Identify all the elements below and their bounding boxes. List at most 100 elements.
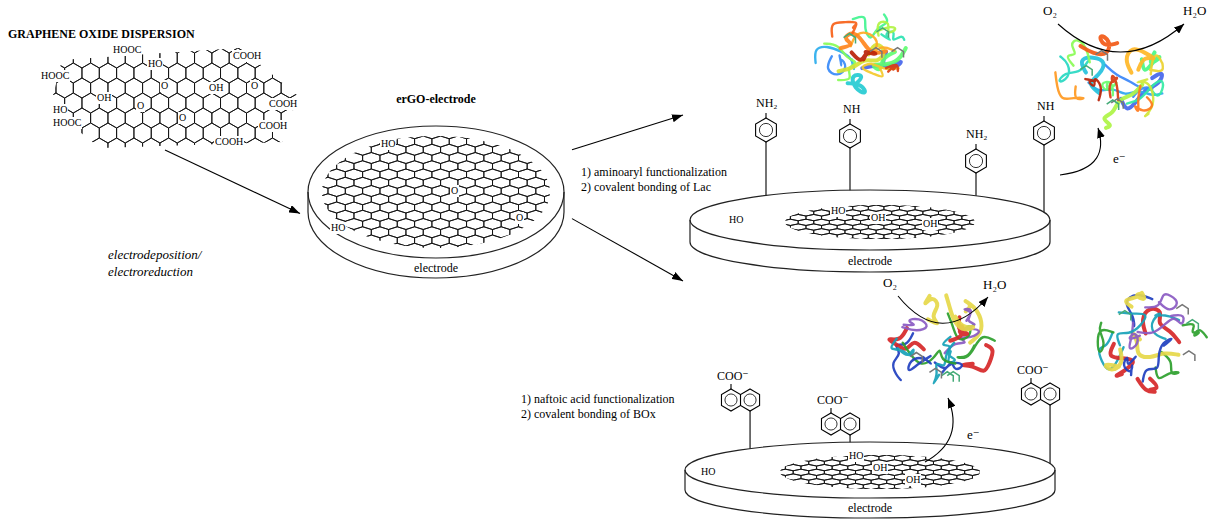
carbon-ring — [793, 450, 809, 456]
carbon-ring — [406, 243, 423, 254]
protein-ribbon — [886, 65, 898, 72]
carbon-ring — [759, 205, 775, 211]
chemical-bond — [1043, 145, 1044, 212]
carbon-ring — [501, 120, 518, 131]
carbon-ring — [910, 446, 926, 452]
carbon-ring — [767, 229, 783, 235]
aromatic-circle — [759, 123, 772, 136]
carbon-ring — [293, 120, 310, 131]
species-label: H₂O — [982, 278, 1007, 293]
carbon-ring — [264, 138, 281, 158]
carbon-ring — [798, 229, 814, 235]
carbon-ring — [229, 18, 246, 38]
carbon-ring — [467, 252, 484, 263]
atom-label: COOH — [258, 120, 288, 132]
carbon-ring — [302, 194, 319, 205]
carbon-ring — [806, 196, 822, 202]
carbon-ring — [298, 48, 315, 68]
atom-label: O — [178, 112, 187, 124]
carbon-ring — [938, 200, 954, 206]
carbon-ring — [962, 233, 978, 239]
ligand-sticks — [1186, 320, 1198, 330]
carbon-ring — [484, 120, 501, 131]
carbon-ring — [536, 219, 553, 230]
carbon-ring — [918, 488, 934, 494]
carbon-ring — [363, 120, 380, 131]
carbon-ring — [117, 153, 134, 173]
protein-ribbon — [1085, 79, 1101, 100]
carbon-ring — [527, 128, 544, 139]
carbon-ring — [946, 233, 962, 239]
carbon-ring — [972, 474, 988, 480]
carbon-ring — [293, 169, 310, 180]
atom-label: HO — [848, 450, 864, 462]
carbon-ring — [544, 144, 561, 155]
carbon-ring — [965, 450, 981, 456]
aromatic-ring — [1034, 121, 1055, 145]
protein-ribbon — [1110, 76, 1119, 100]
carbon-ring — [311, 235, 328, 246]
disc-side — [690, 220, 1050, 272]
carbon-ring — [817, 483, 833, 489]
enzyme-structure — [1098, 293, 1207, 392]
chemical-bond — [1050, 405, 1051, 464]
carbon-ring — [856, 488, 872, 494]
atom-label: OH — [872, 462, 888, 474]
carbon-ring — [754, 483, 770, 489]
carbon-ring — [848, 483, 864, 489]
electrode-disc: electrode — [683, 276, 1229, 522]
carbon-ring — [861, 238, 877, 244]
aromatic-circle — [725, 394, 737, 406]
carbon-ring — [915, 233, 931, 239]
carbon-ring — [337, 243, 354, 254]
carbon-ring — [293, 219, 310, 230]
carbon-ring — [824, 488, 840, 494]
process-arrow — [572, 115, 683, 150]
atom-label: HOOC — [52, 117, 82, 129]
carbon-ring — [363, 252, 380, 263]
carbon-ring — [923, 238, 939, 244]
carbon-ring — [793, 479, 809, 485]
reaction-step: 1) aminoaryl functionalization — [580, 166, 728, 180]
carbon-ring — [941, 483, 957, 489]
protein-ribbon — [1143, 339, 1172, 382]
electrode-heading: erGO-electrode — [396, 92, 476, 106]
carbon-ring — [264, 48, 281, 68]
ligand-sticks — [929, 368, 941, 378]
ligand-sticks — [1107, 100, 1119, 110]
atom-label: COO⁻ — [816, 394, 850, 408]
carbon-ring — [302, 243, 319, 254]
protein-ribbon — [881, 32, 904, 40]
protein-ribbon — [1183, 324, 1207, 337]
carbon-ring — [767, 210, 783, 216]
figure-heading: GRAPHENE OXIDE DISPERSION — [8, 27, 195, 41]
carbon-ring — [298, 108, 315, 128]
atom-label: HO — [380, 138, 396, 150]
carbon-ring — [290, 33, 307, 53]
aromatic-circle — [744, 394, 756, 406]
chemical-bond — [830, 408, 831, 413]
carbon-ring — [247, 138, 264, 158]
disc-side — [685, 470, 1055, 518]
carbon-ring — [143, 138, 160, 158]
carbon-ring — [775, 233, 791, 239]
carbon-ring — [544, 128, 561, 139]
electron-label: e⁻ — [1112, 152, 1127, 167]
carbon-ring — [785, 446, 801, 452]
carbon-ring — [441, 243, 458, 254]
graphene-lattice — [759, 196, 993, 245]
carbon-ring — [949, 479, 965, 485]
chemical-bond — [975, 144, 976, 149]
carbon-ring — [56, 138, 73, 158]
chemical-bond — [730, 384, 731, 389]
carbon-ring — [972, 483, 988, 489]
carbon-ring — [801, 483, 817, 489]
carbon-ring — [293, 153, 310, 164]
carbon-ring — [380, 235, 397, 246]
carbon-ring — [884, 196, 900, 202]
aromatic-ring — [741, 389, 760, 411]
carbon-ring — [30, 93, 47, 113]
ligand-sticks — [1080, 66, 1092, 76]
carbon-ring — [980, 469, 996, 475]
carbon-ring — [762, 479, 778, 485]
